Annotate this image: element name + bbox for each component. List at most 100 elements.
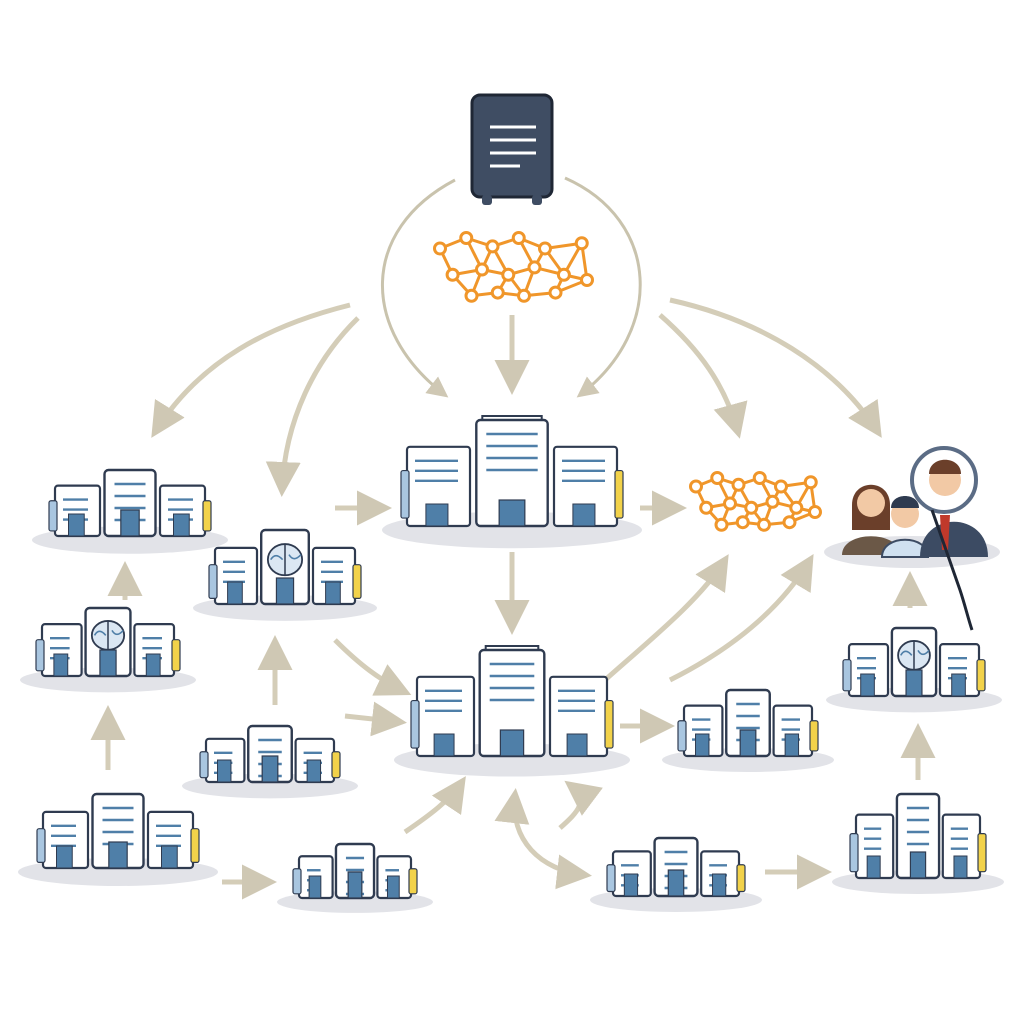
building-door	[739, 729, 757, 757]
building-wing	[146, 810, 195, 870]
building-tower	[725, 688, 771, 758]
network-mesh-icon	[433, 231, 594, 303]
network-mesh-icon	[689, 471, 822, 532]
accent-tab	[202, 500, 212, 532]
accent-tab	[331, 751, 341, 779]
arrow-server-to-left-ai-1	[265, 316, 360, 497]
people-group-icon	[824, 446, 1000, 631]
accent-tab	[408, 868, 418, 895]
building-node-left-ai-1	[193, 528, 377, 621]
accent-tab	[976, 659, 986, 692]
arrow-bottom-1-to-center	[403, 776, 466, 835]
building-hub-center	[394, 645, 630, 777]
accent-tab	[842, 659, 852, 692]
accent-tab	[606, 864, 616, 893]
building-door	[905, 669, 923, 697]
building-wing	[158, 484, 207, 538]
accent-tab	[849, 833, 859, 873]
arrow-bottom-2-to-center	[558, 780, 603, 830]
magnifier-icon	[910, 446, 978, 631]
accent-tab	[809, 720, 819, 752]
building-wing	[700, 850, 741, 898]
building-tower	[653, 836, 699, 898]
building-wing	[548, 675, 609, 758]
building-tower	[475, 415, 549, 528]
building-node-right-ai	[826, 626, 1002, 713]
building-wing	[376, 855, 413, 900]
ai-brain-icon	[266, 543, 304, 577]
building-tower	[103, 468, 157, 538]
building-door	[499, 729, 525, 757]
ai-brain-icon	[897, 640, 931, 671]
building-wing	[41, 810, 90, 870]
accent-tab	[352, 564, 362, 599]
building-node-left-3	[18, 792, 218, 886]
arrow-server-to-left-1	[151, 302, 351, 438]
arrow-left-2-to-center	[344, 701, 407, 737]
building-wing	[941, 813, 982, 880]
building-wing	[938, 643, 981, 698]
arrow-center-bidirectional	[494, 788, 592, 890]
building-tower	[247, 724, 293, 784]
server-icon	[470, 93, 554, 205]
building-wing	[682, 704, 724, 758]
ai-brain-icon	[90, 620, 126, 651]
accent-tab	[614, 469, 624, 519]
building-tower	[260, 528, 311, 606]
accent-tab	[199, 751, 209, 779]
accent-tab	[208, 564, 218, 599]
person-man-icon	[920, 459, 988, 557]
building-door	[261, 755, 279, 783]
building-wing	[294, 737, 336, 784]
building-wing	[854, 813, 895, 880]
buildings-layer	[18, 415, 1004, 913]
building-hub-top	[382, 415, 642, 549]
building-wing	[133, 623, 176, 678]
arrow-left-ai-1-to-center	[333, 638, 412, 696]
person-child-icon	[880, 496, 930, 558]
accent-tab	[292, 868, 302, 895]
building-tower	[478, 645, 546, 758]
building-wing	[847, 643, 890, 698]
building-door	[275, 577, 295, 605]
building-wing	[611, 850, 652, 898]
accent-tab	[977, 833, 987, 873]
accent-tab	[677, 720, 687, 752]
building-door	[108, 841, 128, 869]
accent-tab	[604, 699, 614, 749]
person-woman-icon	[842, 484, 900, 555]
accent-tab	[171, 639, 181, 672]
accent-tab	[36, 828, 46, 863]
building-door	[120, 509, 140, 537]
arrow-server-to-network-right	[658, 313, 748, 439]
building-wing	[53, 484, 102, 538]
building-door	[909, 851, 927, 879]
building-node-bottom-1	[277, 842, 433, 913]
building-wing	[772, 704, 814, 758]
building-node-left-ai-2	[20, 606, 196, 693]
accent-tab	[190, 828, 200, 863]
arrow-center-to-network-right-a	[603, 554, 729, 682]
building-wing	[415, 675, 476, 758]
building-wing	[405, 445, 472, 528]
accent-tab	[400, 469, 410, 519]
arrow-center-to-network-right-b	[668, 553, 814, 683]
building-wing	[552, 445, 619, 528]
building-node-right-2	[832, 792, 1004, 895]
accent-tab	[35, 639, 45, 672]
accent-tab	[48, 500, 58, 532]
building-tower	[91, 792, 145, 870]
building-wing	[213, 546, 259, 606]
building-wing	[204, 737, 246, 784]
connection-arrows	[90, 176, 936, 900]
arrow-server-to-people	[669, 297, 882, 438]
building-tower	[895, 792, 941, 880]
building-tower	[84, 606, 132, 678]
building-wing	[40, 623, 83, 678]
building-door	[667, 869, 685, 897]
arrow-server-to-hub-right	[564, 176, 642, 398]
building-tower	[890, 626, 938, 698]
building-door	[347, 871, 363, 899]
